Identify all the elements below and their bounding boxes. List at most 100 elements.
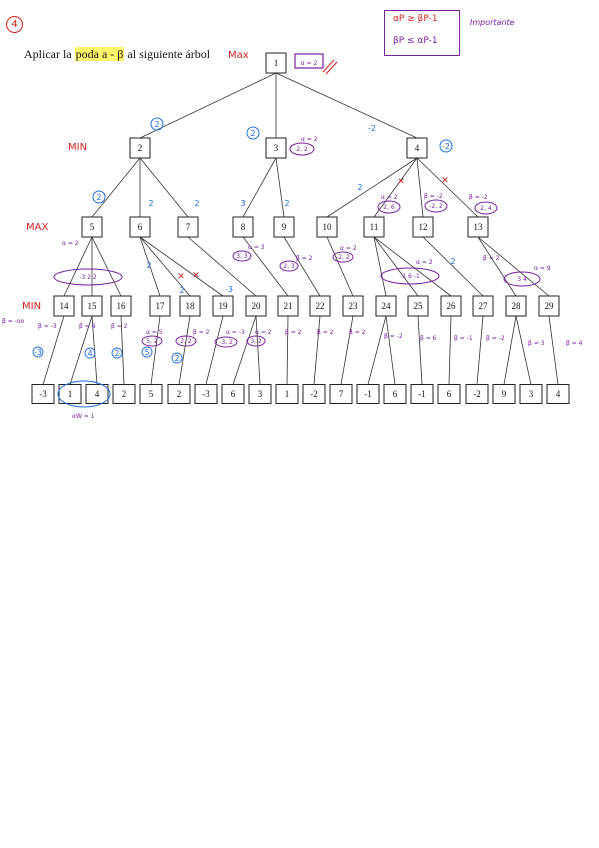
title-pre: Aplicar la [24, 47, 75, 61]
edge-leaf-15 [448, 315, 452, 385]
annotation-node-8-ab: α = 3 [248, 244, 265, 251]
edge-leaf-6 [205, 315, 224, 385]
value-node-15-label: 4 [87, 349, 92, 358]
rule-line-1: αP ≥ βP-1 [393, 14, 438, 24]
annotation-node-8-pair-label: 3, 3 [236, 253, 248, 260]
leaf-0-value: -3 [39, 389, 47, 399]
node-12-box [412, 216, 434, 238]
level-label-max-2: MAX [26, 222, 48, 233]
edge-11-24 [373, 236, 387, 297]
edge-5-16 [91, 236, 122, 297]
edge-7-20 [187, 236, 257, 297]
node-3-label: 3 [274, 143, 279, 153]
leaf-6-value: -3 [202, 389, 210, 399]
level-label-min-1: MIN [68, 142, 87, 153]
annotation-node-18-pair-label: 2, 2 [180, 338, 192, 345]
annotation-node-12-pair-oval [424, 199, 448, 213]
edge-leaf-3 [120, 315, 125, 385]
annotation-node-5-pair-oval [53, 268, 123, 286]
annotation-node-14-left: β = -oo [2, 318, 25, 325]
node-22-label: 22 [316, 301, 325, 311]
edge-12-27 [422, 236, 484, 297]
node-13-box [467, 216, 489, 238]
edge-leaf-5 [178, 315, 191, 385]
node-4-box [406, 137, 428, 159]
edge-4-10 [326, 157, 418, 218]
annotation-node-17-pair-oval [141, 335, 163, 347]
corner-mark: 4 [6, 16, 23, 33]
leaf-19-box [546, 384, 570, 404]
leaf-8-box [248, 384, 272, 404]
annotation-node-25-ab: β = 6 [420, 335, 437, 342]
value-node-2-label: 2 [154, 120, 159, 129]
rule-line-2: βP ≤ αP-1 [393, 36, 438, 46]
node-7-label: 7 [186, 222, 191, 232]
edge-leaf-12 [367, 315, 387, 385]
annotation-node-13-pair2-oval [503, 271, 541, 287]
node-15-label: 15 [88, 301, 98, 311]
leaf-7-box [221, 384, 245, 404]
value-node-14-circle [32, 346, 44, 358]
edge-leaf-9 [286, 315, 289, 385]
value-node-17-label: 5 [144, 348, 149, 357]
annotation-node-13-ab2: α = 9 [534, 265, 551, 272]
leaf-15-value: 6 [447, 389, 452, 399]
edge-6-18 [139, 236, 191, 297]
edge-value-6-17: 2 [146, 261, 151, 270]
annotation-node-14-ab: β = -3 [38, 323, 57, 330]
node-20-box [245, 295, 267, 317]
annotation-node-18-pair-oval [175, 335, 197, 347]
node-24-label: 24 [382, 301, 392, 311]
value-node-16-label: 2 [114, 349, 119, 358]
leaf-5-box [167, 384, 191, 404]
edge-leaf-0 [42, 315, 65, 385]
edge-9-22 [283, 236, 321, 297]
node-13-label: 13 [474, 222, 484, 232]
edge-11-25 [373, 236, 419, 297]
leaf-4-value: 5 [149, 389, 154, 399]
edge-11-26 [373, 236, 452, 297]
leaf-11-box [329, 384, 353, 404]
leaf-0-box [31, 384, 55, 404]
value-node-10: 2 [357, 183, 362, 192]
leaf-14-value: -1 [418, 389, 426, 399]
annotation-node-20-pair-oval [246, 335, 266, 347]
value-node-5-circle [92, 190, 106, 204]
leaf-pair-oval [57, 380, 111, 408]
node-9-label: 9 [282, 222, 287, 232]
edge-2-5 [91, 157, 141, 218]
leaf-1-value: 1 [68, 389, 73, 399]
leaf-9-value: 1 [285, 389, 290, 399]
annotation-node-3-pair-oval [289, 142, 315, 156]
annotation-node-17-ab: α = 5 [146, 329, 163, 336]
edge-leaf-16 [476, 315, 484, 385]
annotation-node-19-ab: α = -3 [226, 329, 245, 336]
annotation-node-11-ab2: α = 2 [416, 259, 433, 266]
annotation-node-5-pair-label: -3 2 2 [79, 274, 97, 281]
leaf-11-value: 7 [339, 389, 344, 399]
annotation-node-26-ab: β = -1 [454, 335, 473, 342]
annotation-node-11-pair2-label: -1 6 -1 [400, 273, 420, 280]
node-7-box [177, 216, 199, 238]
value-node-4-label: -2 [442, 142, 450, 151]
annotation-node-27-ab: β = -2 [486, 335, 505, 342]
annotation-node-18-ab: β = 2 [193, 329, 210, 336]
annotation-node-22-ab: β = 2 [317, 329, 334, 336]
edge-leaf-13 [385, 315, 396, 385]
node-17-label: 17 [156, 301, 166, 311]
edge-8-21 [242, 236, 289, 297]
leaf-18-box [519, 384, 543, 404]
edge-4-11 [373, 157, 418, 218]
node-29-label: 29 [545, 301, 555, 311]
node-25-box [407, 295, 429, 317]
root-alpha-box [294, 53, 324, 69]
edge-leaf-10 [313, 315, 321, 385]
annotation-node-3-pair-label: 2, 2 [296, 146, 308, 153]
annotation-node-11-ab: α = 2 [381, 194, 398, 201]
node-14-box [53, 295, 75, 317]
leaf-6-box [194, 384, 218, 404]
edge-4-12 [416, 157, 424, 218]
annotation-node-20-ab: α = 2 [255, 329, 272, 336]
corner-mark-label: 4 [11, 19, 18, 30]
annotation-node-12-pair-label: -2, 2 [429, 203, 443, 210]
